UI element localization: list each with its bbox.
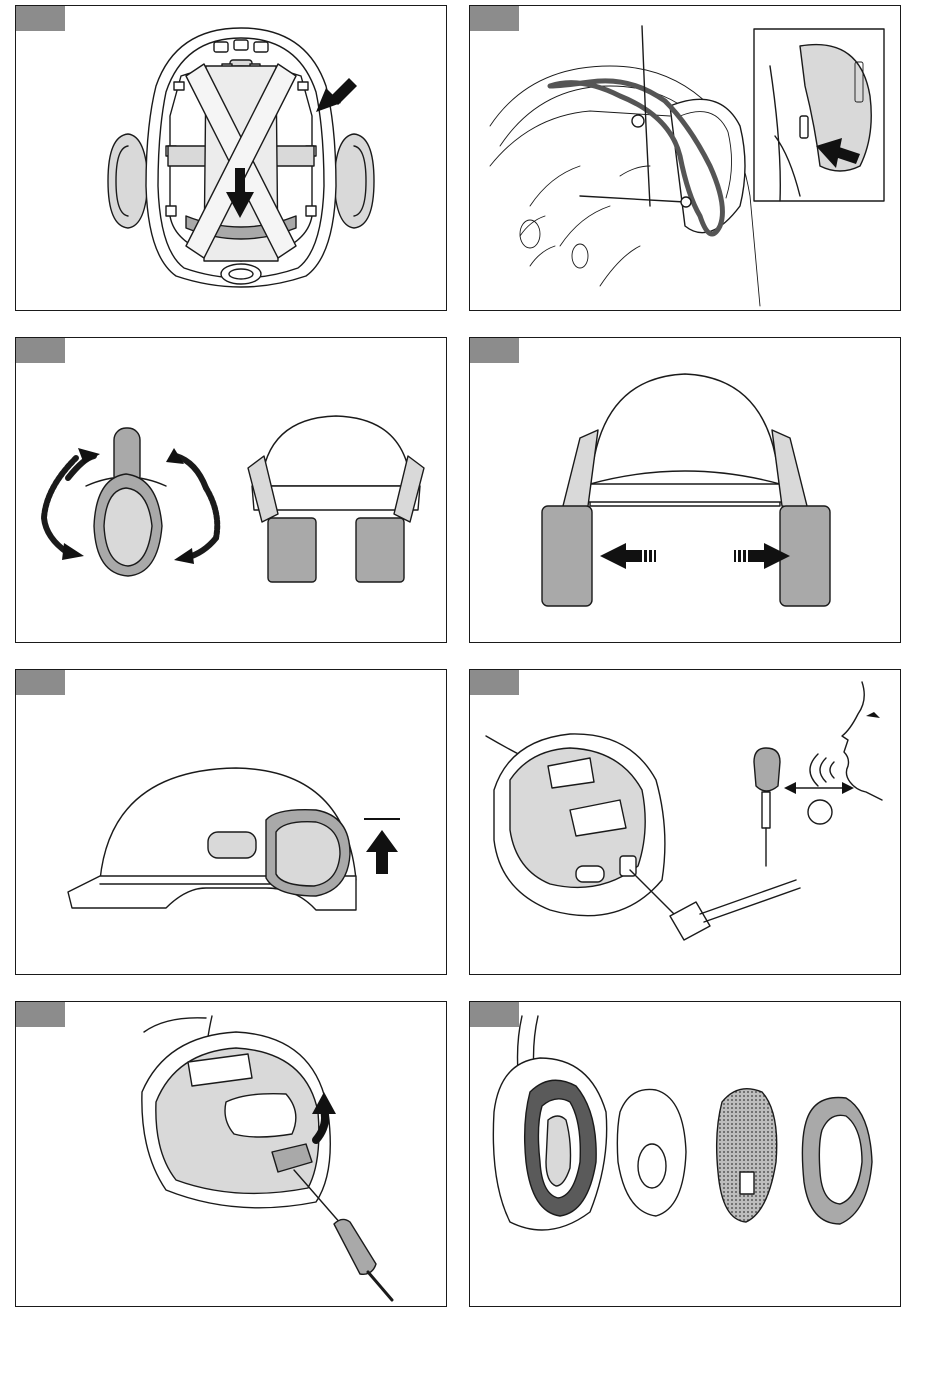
helmet-interior-illustration	[16, 6, 446, 310]
microphone-distance-illustration	[470, 670, 900, 974]
lift-earcup-illustration	[16, 670, 446, 974]
panel-remove-headband	[15, 5, 447, 311]
replace-cushions-illustration	[470, 1002, 900, 1306]
panel-connect-cable	[15, 1001, 447, 1307]
arrow-left-icon	[600, 543, 656, 569]
panel-lift-earcup	[15, 669, 447, 975]
double-arrow-icon	[784, 782, 854, 794]
panel-microphone-distance	[469, 669, 901, 975]
cord-routing-illustration	[470, 6, 900, 310]
panel-cord-routing	[469, 5, 901, 311]
connect-cable-illustration	[16, 1002, 446, 1306]
up-arrow-icon	[364, 818, 400, 874]
spread-earcups-illustration	[470, 338, 900, 642]
panel-replace-cushions	[469, 1001, 901, 1307]
rotate-earcups-illustration	[16, 338, 446, 642]
panel-spread-earcups	[469, 337, 901, 643]
panel-rotate-earcups	[15, 337, 447, 643]
